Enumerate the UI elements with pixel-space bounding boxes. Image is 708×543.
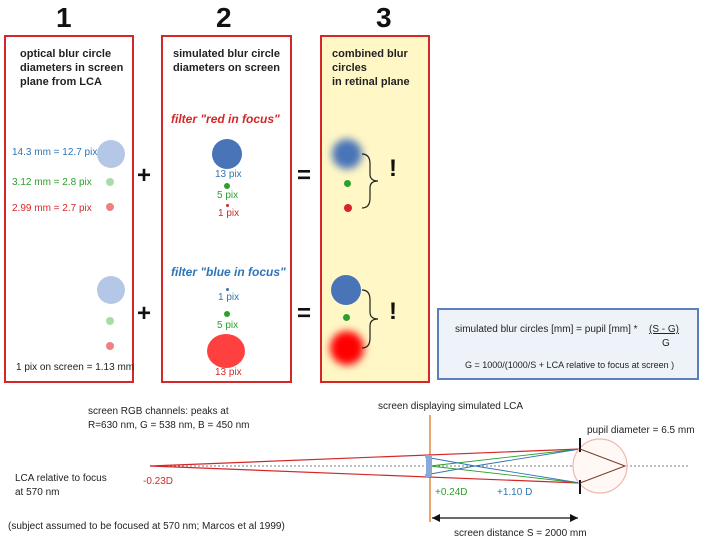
formula-denominator: G (662, 338, 670, 349)
plus-sign-1: + (137, 162, 152, 189)
blue-blur-label: 14.3 mm = 12.7 pix (12, 147, 98, 158)
blue-13pix-label: 13 pix (215, 169, 242, 180)
filter-red-in-focus: filter "red in focus" (171, 112, 280, 126)
panel-1-title: optical blur circle diameters in screen … (20, 48, 124, 88)
retinal-blue-circle (331, 275, 361, 305)
rgb-channels-line2: R=630 nm, G = 538 nm, B = 450 nm (88, 420, 250, 431)
exclamation-mark-1: ! (389, 155, 397, 182)
panel-simulated-blur: simulated blur circle diameters on scree… (161, 35, 292, 383)
green-simulated-dot (224, 183, 230, 189)
panel-number-2: 2 (216, 2, 232, 33)
panel-retinal-blur: combined blur circles in retinal plane !… (320, 35, 430, 383)
formula-numerator: (S - G) (649, 324, 679, 335)
retinal-green-dot (344, 180, 351, 187)
green-blur-label: 3.12 mm = 2.8 pix (12, 177, 92, 188)
green-diopter: +0.24D (435, 487, 468, 498)
rgb-channels-line1: screen RGB channels: peaks at (88, 406, 229, 417)
subject-note: (subject assumed to be focused at 570 nm… (8, 521, 285, 532)
green-5pix-label-2: 5 pix (217, 320, 239, 331)
brace-icon-1 (361, 153, 379, 209)
equals-sign-1: = (297, 162, 312, 189)
red-blur-label: 2.99 mm = 2.7 pix (12, 203, 92, 214)
red-13pix-label: 13 pix (215, 367, 242, 378)
blue-blur-circle-1 (97, 140, 125, 168)
green-blur-dot-1 (106, 178, 114, 186)
retinal-blue-blurred (332, 139, 362, 169)
retinal-red-blurred (330, 331, 364, 365)
formula-box: simulated blur circles [mm] = pupil [mm]… (437, 308, 699, 380)
panel-2-title: simulated blur circle diameters on scree… (173, 48, 280, 74)
pupil-label: pupil diameter = 6.5 mm (587, 425, 695, 436)
pixel-scale-note: 1 pix on screen = 1.13 mm (16, 362, 135, 373)
filter-blue-in-focus: filter "blue in focus" (171, 265, 286, 279)
green-5pix-label: 5 pix (217, 190, 239, 201)
blue-blur-circle-2 (97, 276, 125, 304)
blue-1pix-label: 1 pix (218, 292, 240, 303)
red-simulated-point (226, 204, 229, 207)
exclamation-mark-2: ! (389, 298, 397, 325)
blue-diopter: +1.10 D (497, 487, 533, 498)
green-simulated-dot-2 (224, 311, 230, 317)
plus-sign-2: + (137, 300, 152, 327)
red-1pix-label: 1 pix (218, 208, 240, 219)
brace-icon-2 (361, 289, 379, 349)
formula-left: simulated blur circles [mm] = pupil [mm]… (455, 324, 638, 335)
red-blur-dot-2 (106, 342, 114, 350)
g-definition: G = 1000/(1000/S + LCA relative to focus… (465, 360, 675, 370)
panel-number-3: 3 (376, 2, 392, 33)
blue-simulated-point (226, 288, 229, 291)
panel-optical-blur: optical blur circle diameters in screen … (4, 35, 134, 383)
retinal-red-dot (344, 204, 352, 212)
blue-simulated-circle (212, 139, 242, 169)
green-blur-dot-2 (106, 317, 114, 325)
lca-label-line2: at 570 nm (15, 487, 60, 498)
red-simulated-circle (207, 334, 245, 368)
screen-distance-label: screen distance S = 2000 mm (454, 528, 587, 539)
retinal-green-dot-2 (343, 314, 350, 321)
equals-sign-2: = (297, 300, 312, 327)
screen-label: screen displaying simulated LCA (378, 401, 524, 412)
red-diopter: -0.23D (143, 476, 174, 487)
panel-number-1: 1 (56, 2, 72, 33)
red-blur-dot-1 (106, 203, 114, 211)
panel-3-title: combined blur circles in retinal plane (332, 48, 410, 88)
lca-label-line1: LCA relative to focus (15, 473, 107, 484)
